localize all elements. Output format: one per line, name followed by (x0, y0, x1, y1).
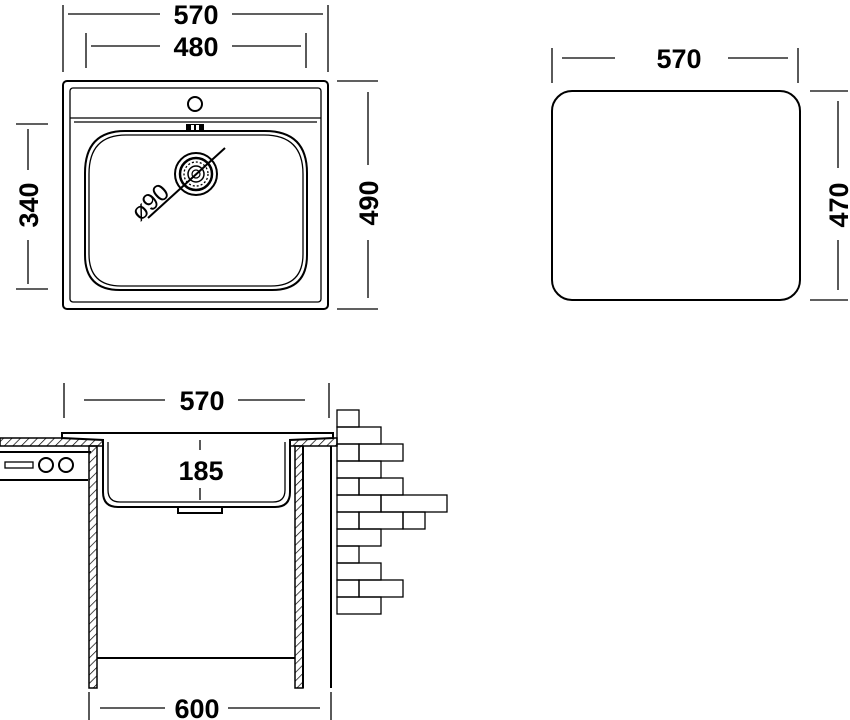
dim-label-section-width: 570 (179, 386, 224, 416)
sink-rim-outline (69, 87, 322, 303)
overflow-slot (186, 124, 204, 132)
bowl-inner-outline (88, 134, 304, 287)
cabinet-right-wall (294, 445, 304, 689)
dim-label-cutout-depth: 470 (824, 182, 850, 227)
dim-label-width-bowl: 480 (173, 32, 218, 62)
sink-section (61, 432, 334, 508)
dim-label-width-outer: 570 (173, 0, 218, 30)
handle-icon (4, 461, 34, 469)
brick-wall (336, 409, 448, 615)
faucet-hole (187, 96, 203, 112)
dim-label-depth-outer: 490 (354, 180, 384, 225)
dim-label-cutout-width: 570 (656, 44, 701, 74)
bowl-outline (84, 130, 308, 291)
knob-icon (58, 457, 74, 473)
dim-label-depth-bowl: 340 (14, 182, 44, 227)
dim-label-bowl-depth: 185 (178, 456, 223, 486)
diameter-leader (147, 147, 226, 219)
sink-section-inner (107, 442, 286, 503)
sink-outer-outline (62, 80, 329, 310)
cabinet-left-wall (88, 445, 98, 689)
top-view: 570 480 ø90 (14, 0, 384, 310)
dim-label-drain: ø90 (126, 179, 175, 227)
drain-outlet (177, 506, 223, 514)
cutout-view: 570 470 (551, 44, 850, 301)
knob-icon (38, 457, 54, 473)
section-view: 570 185 (0, 383, 448, 720)
cutout-outline (551, 90, 801, 301)
dim-label-cabinet-width: 600 (174, 694, 219, 720)
